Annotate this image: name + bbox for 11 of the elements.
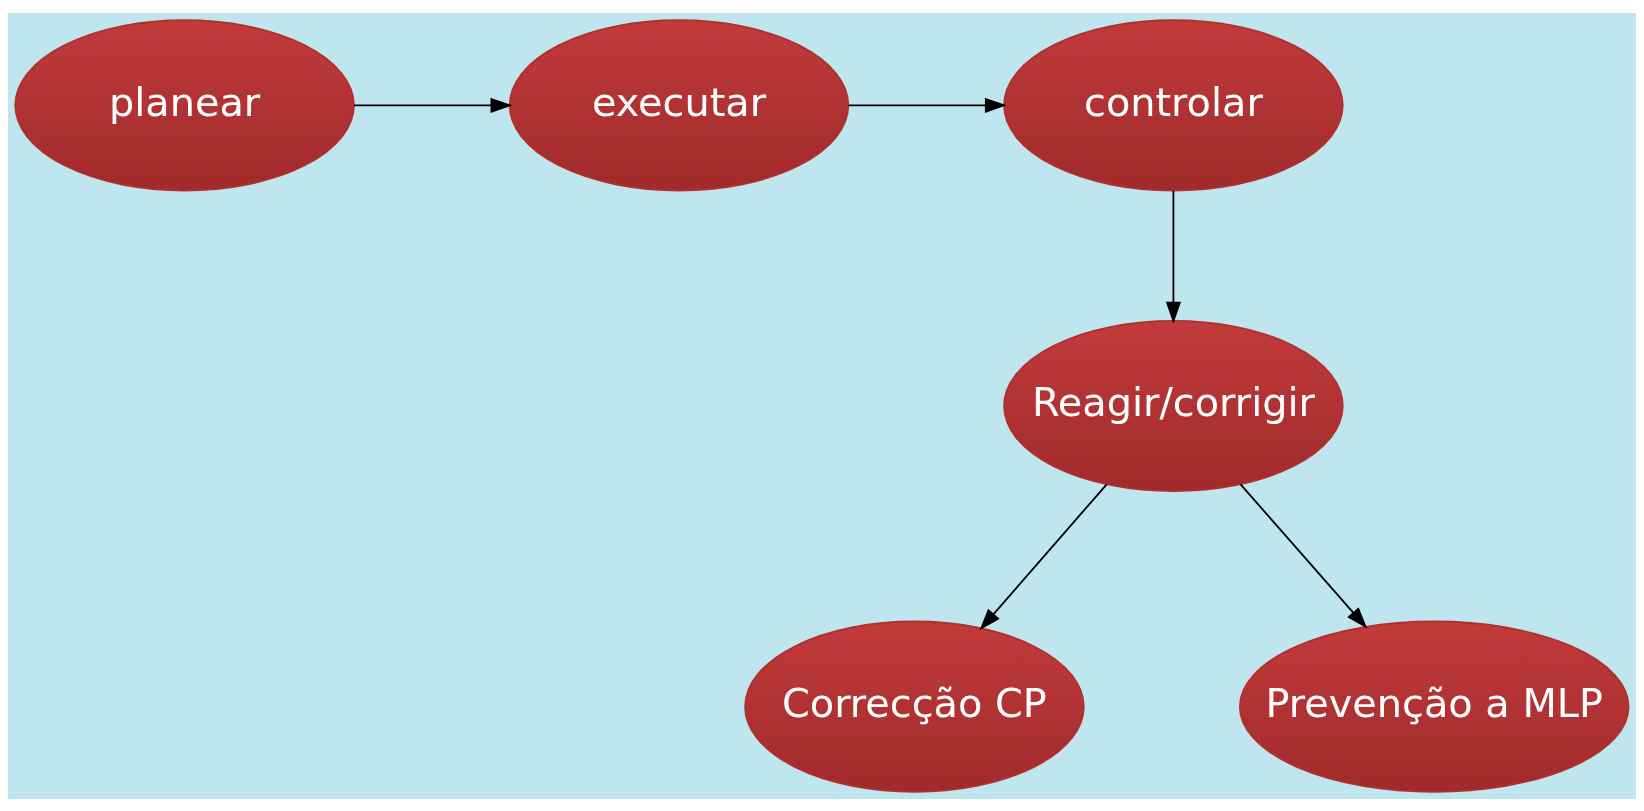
node-ellipse: planear: [14, 18, 355, 191]
node-ellipse: Reagir/corrigir: [1003, 319, 1344, 492]
arrow: [979, 482, 1108, 630]
node-ellipse: controlar: [1003, 18, 1344, 191]
arrow: [1165, 189, 1182, 323]
node-ellipse: executar: [508, 18, 850, 191]
arrow: [353, 97, 513, 113]
arrow: [1239, 482, 1368, 629]
node-ellipse: Correcção CP: [744, 620, 1085, 793]
node-ellipse: Prevenção a MLP: [1238, 620, 1630, 793]
arrow: [847, 97, 1007, 113]
